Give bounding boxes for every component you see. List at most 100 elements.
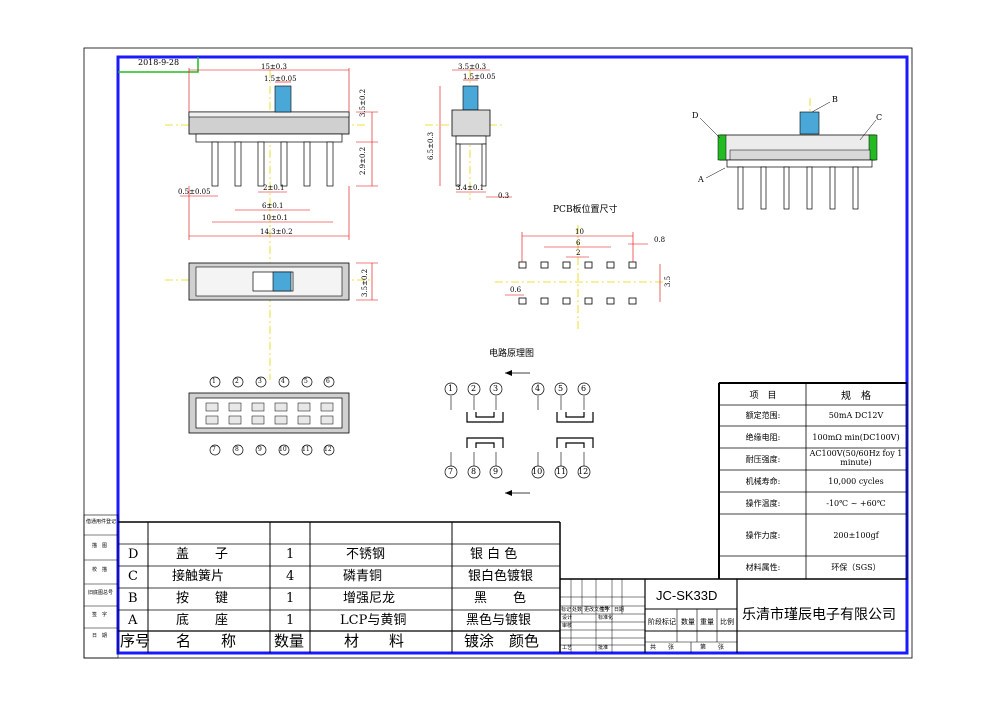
spec-header-value: 规 格 (841, 391, 871, 402)
spec-label: 操作力度: (745, 530, 781, 540)
pcb-dim-10: 10 (575, 228, 584, 236)
spec-value: 200±100gf (833, 530, 879, 540)
bom-finish: 黑色与镀银 (466, 613, 532, 628)
dim-pin-length: 2.9±0.2 (359, 146, 367, 175)
spec-header-item: 项 目 (749, 391, 777, 401)
spec-label: 材料属性: (745, 563, 781, 572)
bom-name: 接触簧片 (172, 569, 225, 584)
spec-value: 50mA DC12V (828, 411, 884, 420)
bom-material: 增强尼龙 (343, 591, 396, 606)
pcb-dim-35: 3.5 (664, 275, 672, 287)
bom-header-id: 序号 (120, 632, 151, 650)
design-label: 设计 (562, 615, 573, 621)
pin-label: 7 (212, 446, 216, 453)
circuit-pin-label: 9 (493, 467, 499, 476)
qty-label: 数量 (681, 618, 695, 626)
circuit-pin-label: 12 (578, 467, 589, 476)
dim-side-pin-span: 3.4±0.1 (456, 184, 485, 192)
revision-doc-label: 更改文件号 (584, 607, 610, 613)
stage-label: 阶段标记 (648, 618, 676, 626)
spec-label: 机械寿命: (745, 476, 781, 486)
revision-mark-label: 标记 (561, 607, 572, 613)
model-number: JC-SK33D (656, 588, 718, 603)
side-dimension-lines (439, 69, 512, 198)
pin-label: 6 (326, 378, 330, 385)
circuit-pin-label: 3 (493, 384, 499, 393)
bom-qty: 1 (286, 547, 295, 562)
callout-d: D (692, 111, 699, 120)
pcb-dim-6: 6 (576, 239, 581, 247)
side-label: 校 描 (92, 567, 108, 573)
pin-label: 4 (281, 378, 285, 385)
bom-finish: 黑 色 (474, 591, 527, 606)
dim-pin-width: 0.5±0.05 (178, 188, 211, 196)
circuit-title: 电路原理图 (489, 349, 535, 359)
bom-finish: 银 白 色 (470, 547, 518, 562)
pcb-dimension-lines (505, 232, 661, 302)
dim-side-width: 3.5±0.3 (458, 63, 487, 71)
dim-pin-span-10: 10±0.1 (262, 214, 288, 222)
bom-header-material: 材 料 (344, 632, 405, 650)
dim-height-total: 3.5±0.2 (359, 88, 367, 117)
side-label: 日 期 (92, 633, 108, 639)
circuit-pin-label: 10 (532, 467, 543, 476)
dim-pin-pitch: 2±0.1 (263, 184, 285, 192)
pin-label: 8 (235, 446, 239, 453)
bom-name: 按 键 (176, 591, 229, 606)
circuit-pin-label: 6 (581, 384, 587, 393)
bom-material: 不锈钢 (346, 547, 386, 562)
date-box (118, 57, 199, 73)
spec-label: 额定范围: (745, 411, 781, 420)
circuit-pin-label: 1 (448, 384, 454, 393)
revision-sign-label: 签字 (600, 607, 611, 613)
circuit-pin-label: 7 (448, 467, 454, 476)
revision-count-label: 处数 (572, 607, 583, 613)
pcb-dim-06: 0.6 (510, 286, 522, 294)
bom-id: A (128, 613, 138, 628)
bom-table-grid (118, 521, 561, 653)
circuit-pin-label: 2 (471, 384, 477, 393)
bottom-view (188, 392, 350, 434)
spec-value: -10℃ ~ +60℃ (826, 498, 886, 508)
spec-label: 操作温度: (745, 498, 781, 508)
side-view (451, 85, 491, 187)
spec-value: AC100V(50/60Hz foy 1 minute) (809, 449, 903, 467)
pin-label: 2 (235, 378, 239, 385)
circuit-pin-label: 5 (558, 384, 564, 393)
bom-name: 底 座 (176, 613, 229, 628)
pin-label: 11 (302, 446, 310, 453)
standard-label: 标准化 (598, 615, 614, 621)
side-label-grid (83, 514, 119, 659)
bom-id: B (128, 591, 138, 606)
side-label: 描 图 (92, 543, 108, 549)
bom-finish: 银白色镀银 (468, 569, 534, 584)
bom-header-name: 名 称 (176, 632, 237, 650)
side-label: 签 字 (92, 612, 108, 618)
bom-material: LCP与黄铜 (340, 613, 407, 628)
pin-label: 1 (212, 378, 216, 385)
circuit-pin-label: 11 (556, 467, 567, 476)
side-label: 借通用件登记 (86, 519, 117, 525)
weight-label: 重量 (700, 618, 714, 626)
callout-c: C (876, 113, 883, 122)
top-dimension-line (356, 262, 378, 301)
spec-value: 10,000 cycles (828, 476, 884, 486)
pin-label: 10 (279, 446, 287, 453)
pin-label: 5 (304, 378, 308, 385)
blue-frame (116, 55, 909, 655)
sheet-number: 第 张 (700, 644, 725, 651)
dim-side-height: 6.5±0.3 (427, 131, 435, 160)
spec-table-grid (718, 382, 908, 580)
revision-date-label: 日期 (614, 607, 625, 613)
side-label: 旧底图总号 (88, 590, 114, 596)
circuit-diagram (450, 370, 594, 496)
dim-top-width: 3.5±0.2 (361, 268, 369, 297)
bom-id: C (128, 569, 138, 584)
sheets-count: 共 张 (650, 644, 675, 651)
pcb-layout (518, 261, 637, 305)
bom-name: 盖 子 (176, 547, 229, 562)
bom-header-finish: 镀涂 颜色 (464, 632, 540, 650)
bom-qty: 4 (286, 569, 295, 584)
top-view (188, 262, 350, 301)
